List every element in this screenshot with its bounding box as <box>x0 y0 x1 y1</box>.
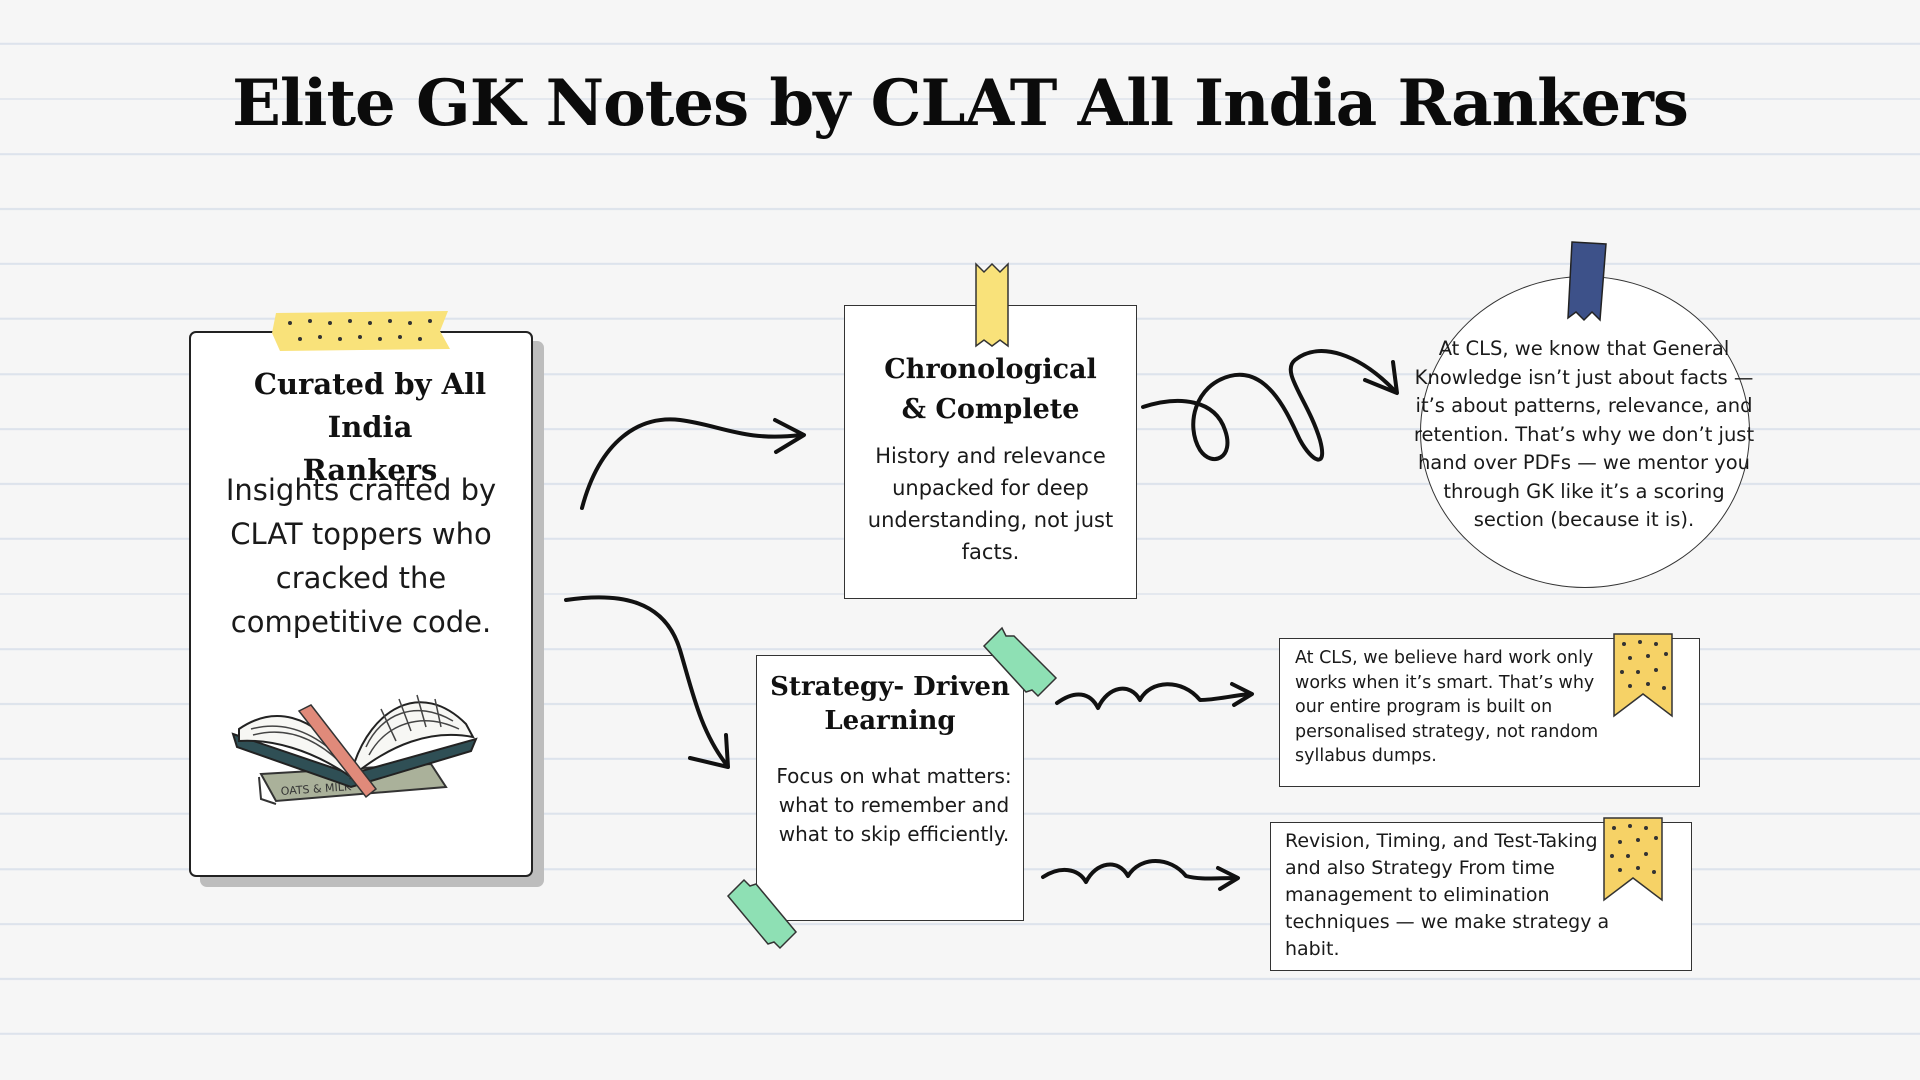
chronological-card-heading: Chronological & Complete <box>884 354 1097 425</box>
tape-icon <box>982 626 1058 698</box>
loop-arrow-icon <box>1141 349 1399 462</box>
tape-icon <box>1567 241 1607 322</box>
mentorship-circle-text: At CLS, we know that General Knowledge i… <box>1413 337 1755 531</box>
strategy-card: Strategy- Driven Learning Focus on what … <box>756 655 1024 921</box>
curated-card-body: Insights crafted by CLAT toppers who cra… <box>225 473 497 639</box>
smart-work-text: At CLS, we believe hard work only works … <box>1295 648 1599 766</box>
curated-card: Curated by All India Rankers Insights cr… <box>189 331 533 877</box>
mentorship-circle <box>1420 276 1750 588</box>
tape-icon <box>272 311 450 351</box>
chronological-card: Chronological & Complete History and rel… <box>844 305 1137 599</box>
strategy-card-body: Focus on what matters: what to remember … <box>776 764 1012 846</box>
squiggle-arrow-icon <box>1055 682 1254 710</box>
chronological-card-body: History and relevance unpacked for deep … <box>867 444 1114 564</box>
tape-icon <box>726 878 798 950</box>
bookmark-ribbon-icon <box>1603 817 1663 902</box>
curated-card-heading: Curated by All India Rankers <box>253 367 487 487</box>
tape-icon <box>975 262 1009 348</box>
curved-arrow-icon <box>580 417 806 510</box>
revision-box: Revision, Timing, and Test-Taking and al… <box>1270 822 1692 971</box>
squiggle-arrow-icon <box>1041 859 1240 891</box>
book-spine-label: OATS & MILK <box>280 780 352 798</box>
bookmark-ribbon-icon <box>1613 633 1673 718</box>
open-book-icon: OATS & MILK <box>231 694 478 805</box>
curved-arrow-icon <box>564 595 730 769</box>
strategy-card-heading: Strategy- Driven Learning <box>770 672 1010 736</box>
page-title: Elite GK Notes by CLAT All India Rankers <box>232 66 1689 141</box>
revision-text: Revision, Timing, and Test-Taking and al… <box>1285 830 1610 960</box>
